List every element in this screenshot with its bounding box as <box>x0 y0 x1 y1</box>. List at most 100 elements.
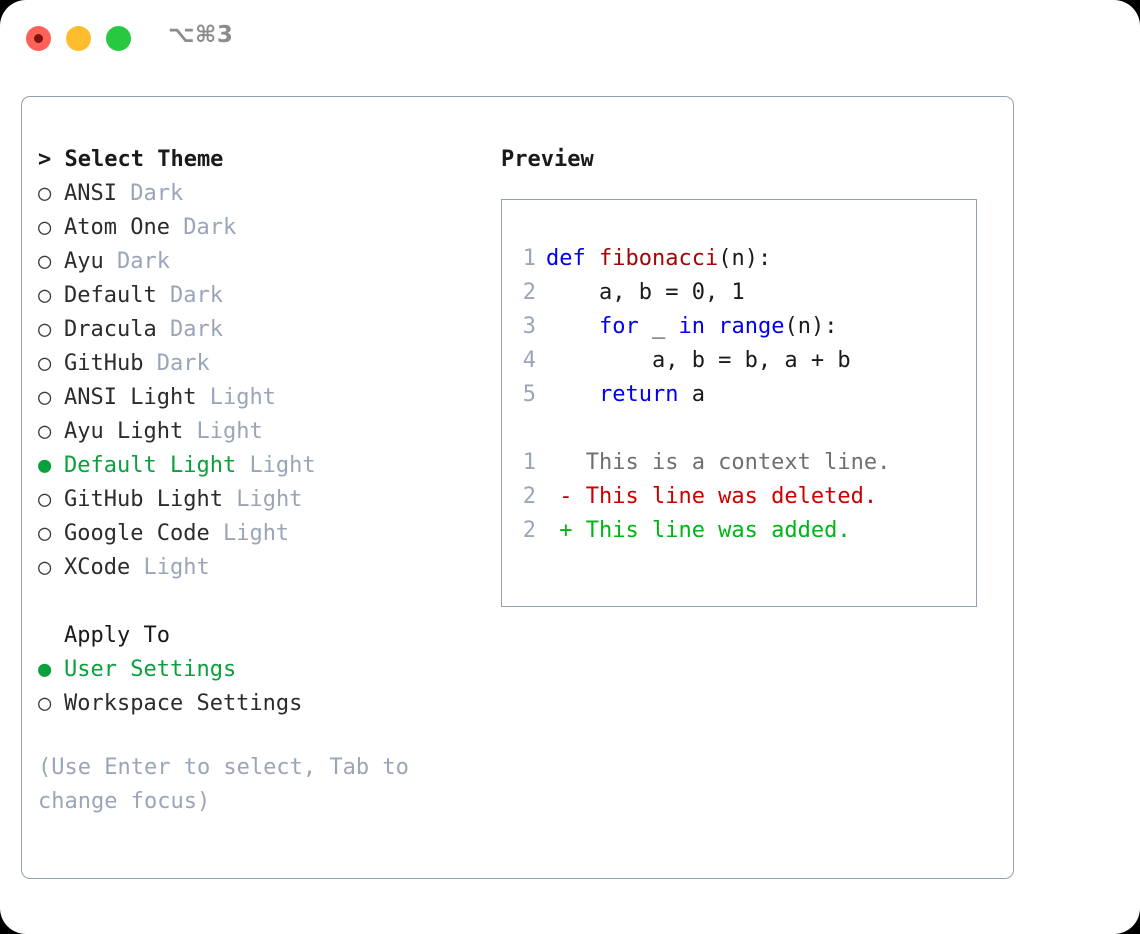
theme-option-label: Ayu <box>64 249 104 274</box>
select-theme-header: > Select Theme <box>38 147 224 172</box>
title-bar: ⌥⌘3 <box>0 0 1140 78</box>
apply-to-option-user-settings[interactable]: ● User Settings <box>38 653 478 687</box>
theme-option-list: ○ANSI Dark○Atom One Dark○Ayu Dark○Defaul… <box>38 177 478 585</box>
maximize-button-icon[interactable] <box>106 26 131 51</box>
theme-option-tag: Dark <box>156 351 210 376</box>
radio-unselected-icon: ○ <box>38 487 52 512</box>
theme-option-tag: Light <box>222 521 290 546</box>
theme-option-github[interactable]: ○ GitHub Dark <box>38 347 478 381</box>
keyboard-shortcut-label: ⌥⌘3 <box>168 22 234 48</box>
theme-option-tag: Light <box>249 453 316 478</box>
radio-unselected-icon: ○ <box>38 419 52 444</box>
code-line: 2 a, b = 0, 1 <box>510 276 976 310</box>
code-token: (n): <box>784 314 838 339</box>
diff-line: 2 - This line was deleted. <box>510 480 976 514</box>
code-line: 3 for _ in range(n): <box>510 310 976 344</box>
theme-option-tag: Light <box>143 555 210 580</box>
code-token: in <box>678 314 705 339</box>
theme-option-xcode[interactable]: ○XCode Light <box>38 551 478 585</box>
theme-option-tag: Light <box>196 419 263 444</box>
radio-unselected-icon: ○ <box>38 317 52 342</box>
code-token <box>705 314 718 339</box>
theme-option-ayu-light[interactable]: ○ Ayu Light Light <box>38 415 478 449</box>
theme-option-tag: Light <box>209 385 276 410</box>
code-token: return <box>598 382 679 407</box>
theme-list-column: > Select Theme ○ANSI Dark○Atom One Dark○… <box>38 143 478 819</box>
code-diff-separator <box>510 412 976 446</box>
line-number: 1 <box>522 246 536 271</box>
theme-option-tag: Light <box>236 487 303 512</box>
code-token: - This line was deleted. <box>546 484 878 509</box>
theme-option-label: GitHub Light <box>64 487 223 512</box>
code-token: for <box>598 314 639 339</box>
code-token <box>546 382 599 407</box>
diff-line: 1 This is a context line. <box>510 446 976 480</box>
theme-option-label: GitHub <box>64 351 144 376</box>
apply-to-header: Apply To <box>38 619 478 653</box>
theme-option-label: Atom One <box>64 215 170 240</box>
code-token: This is a context line. <box>546 450 891 475</box>
line-number: 2 <box>522 280 536 305</box>
code-token: a, b = 0, 1 <box>546 280 745 305</box>
apply-to-header-label: Apply To <box>64 623 170 648</box>
apply-to-option-label: User Settings <box>64 657 237 682</box>
code-token <box>546 314 599 339</box>
radio-selected-icon: ● <box>38 453 52 478</box>
radio-unselected-icon: ○ <box>38 351 52 376</box>
line-number: 2 <box>522 518 536 543</box>
code-token: _ <box>638 314 679 339</box>
theme-option-label: Default Light <box>64 453 237 478</box>
preview-title: Preview <box>501 147 594 172</box>
theme-option-default-light[interactable]: ● Default Light Light <box>38 449 478 483</box>
theme-option-ayu[interactable]: ○ Ayu Dark <box>38 245 478 279</box>
apply-to-option-workspace-settings[interactable]: ○ Workspace Settings <box>38 687 478 721</box>
theme-option-google-code[interactable]: ○ Google Code Light <box>38 517 478 551</box>
theme-option-label: Dracula <box>64 317 157 342</box>
theme-option-label: Default <box>64 283 157 308</box>
code-token: def <box>546 246 599 271</box>
theme-option-label: ANSI <box>64 181 117 206</box>
radio-unselected-icon: ○ <box>38 691 52 716</box>
theme-option-label: ANSI Light <box>64 385 197 410</box>
radio-unselected-icon: ○ <box>38 385 52 410</box>
minimize-button-icon[interactable] <box>66 26 91 51</box>
keyboard-hint-text: (Use Enter to select, Tab to change focu… <box>38 755 423 814</box>
diff-sample-block: 1 This is a context line.2 - This line w… <box>510 446 976 548</box>
theme-option-label: XCode <box>64 555 131 580</box>
theme-option-atom-one[interactable]: ○Atom One Dark <box>38 211 478 245</box>
theme-option-tag: Dark <box>169 317 223 342</box>
code-token: a <box>678 382 705 407</box>
code-token: + This line was added. <box>546 518 851 543</box>
theme-option-ansi-light[interactable]: ○ ANSI Light Light <box>38 381 478 415</box>
theme-option-github-light[interactable]: ○ GitHub Light Light <box>38 483 478 517</box>
theme-option-dracula[interactable]: ○ Dracula Dark <box>38 313 478 347</box>
radio-unselected-icon: ○ <box>38 521 52 546</box>
code-token: fibonacci <box>598 246 719 271</box>
theme-option-default[interactable]: ○ Default Dark <box>38 279 478 313</box>
theme-option-label: Ayu Light <box>64 419 184 444</box>
theme-option-label: Google Code <box>64 521 210 546</box>
theme-option-tag: Dark <box>169 283 223 308</box>
close-button-inner-dot-icon <box>34 34 43 43</box>
line-number: 2 <box>522 484 536 509</box>
theme-option-tag: Dark <box>117 249 170 274</box>
line-number: 3 <box>522 314 536 339</box>
line-number: 4 <box>522 348 536 373</box>
code-line: 5 return a <box>510 378 976 412</box>
line-number: 5 <box>522 382 536 407</box>
code-token: (n): <box>718 246 772 271</box>
radio-unselected-icon: ○ <box>38 283 52 308</box>
radio-selected-icon: ● <box>38 657 52 682</box>
apply-to-option-label: Workspace Settings <box>64 691 303 716</box>
theme-option-tag: Dark <box>130 181 184 206</box>
list-spacer <box>38 585 478 619</box>
radio-unselected-icon: ○ <box>38 181 52 206</box>
theme-option-ansi[interactable]: ○ ANSI Dark <box>38 177 478 211</box>
diff-line: 2 + This line was added. <box>510 514 976 548</box>
theme-picker-panel: > Select Theme ○ANSI Dark○Atom One Dark○… <box>21 96 1014 879</box>
code-line: 1 def fibonacci(n): <box>510 242 976 276</box>
radio-unselected-icon: ○ <box>38 249 52 274</box>
